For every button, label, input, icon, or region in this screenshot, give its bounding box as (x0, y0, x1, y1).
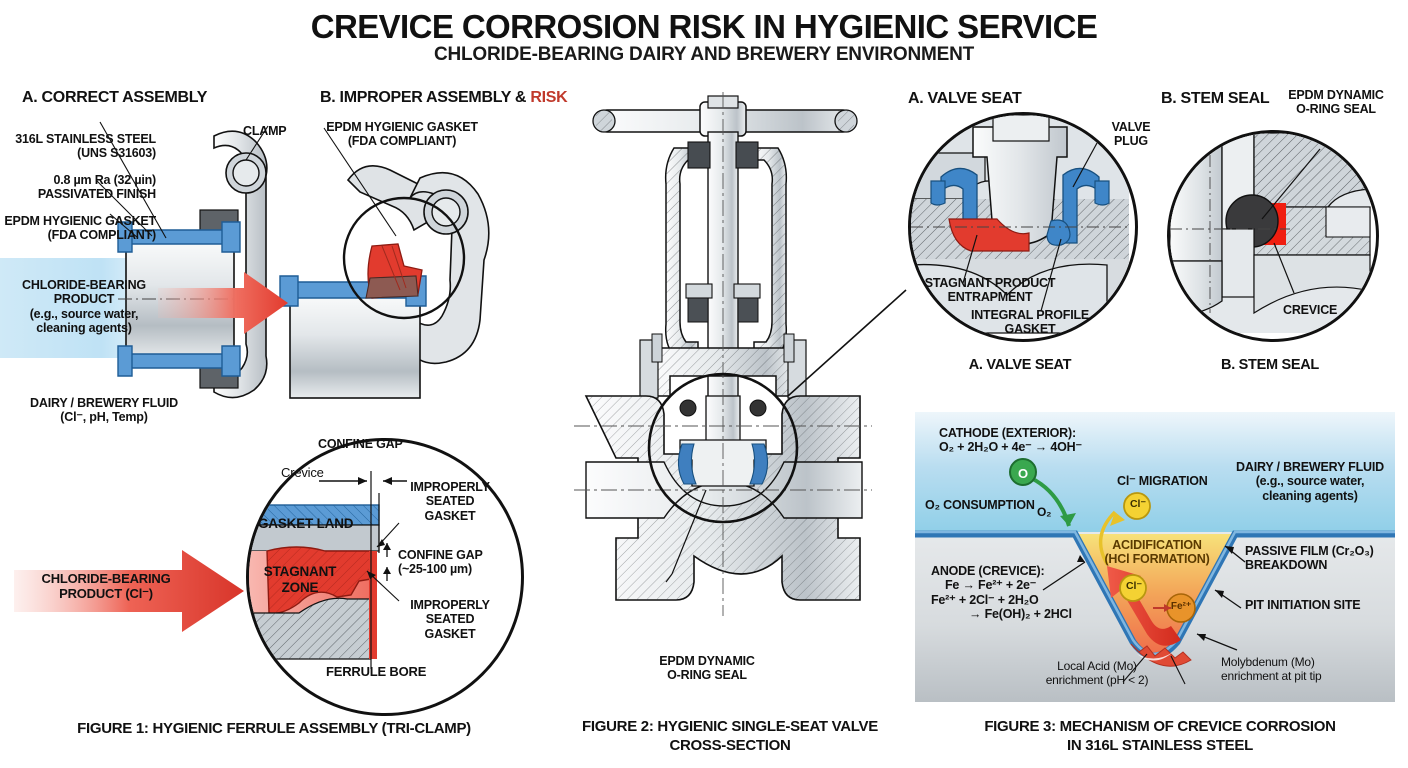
chloride-product-arrow (14, 550, 244, 632)
panel-b-heading: B. IMPROPER ASSEMBLY & RISK (320, 89, 568, 106)
label-passive-film-breakdown: PASSIVE FILM (Cr₂O₃)BREAKDOWN (1245, 544, 1374, 573)
page-subtitle: CHLORIDE-BEARING DAIRY AND BREWERY ENVIR… (433, 44, 975, 65)
panel-a-heading: A. CORRECT ASSEMBLY (22, 89, 208, 106)
label-cathode-reaction: CATHODE (EXTERIOR):O₂ + 2H₂O + 4e⁻ → 4OH… (939, 426, 1082, 455)
chloride-inflow-arrow-b (158, 272, 288, 334)
label-pit-initiation-site: PIT INITIATION SITE (1245, 598, 1361, 612)
fe-ion-bubble: Fe²⁺ (1170, 601, 1192, 612)
valve-seat-detail-circle (908, 112, 1138, 342)
risk-word: RISK (530, 89, 568, 106)
label-ferrule-bore: FERRULE BORE (326, 664, 427, 679)
label-epdm-hygienic-gasket-a: EPDM HYGIENIC GASKET(FDA COMPLIANT) (4, 214, 156, 243)
label-o2-arrow: O₂ (1037, 505, 1052, 519)
ferrule-crevice-detail-circle (246, 438, 524, 716)
cl-ion-bubble-crevice: Cl⁻ (1125, 580, 1143, 592)
label-crevice: Crevice (281, 465, 324, 480)
label-acidification: ACIDIFICATION(HCl FORMATION) (1104, 538, 1210, 567)
cl-ion-bubble-top: Cl⁻ (1129, 498, 1147, 510)
label-epdm-hygienic-gasket-b: EPDM HYGIENIC GASKET (FDA COMPLIANT) (326, 120, 478, 149)
label-dairy-brewery-fluid-a: DAIRY / BREWERY FLUID (Cl⁻, pH, Temp) (30, 396, 178, 425)
label-crevice-stem-seal: CREVICE (1283, 303, 1338, 317)
label-improperly-seated-gasket-bottom: IMPROPERLY SEATED GASKET (410, 598, 490, 641)
figure1-caption: FIGURE 1: HYGIENIC FERRULE ASSEMBLY (TRI… (77, 720, 471, 737)
detail-a-heading: A. VALVE SEAT (908, 90, 1022, 107)
label-improperly-seated-gasket-top: IMPROPERLY SEATED GASKET (410, 480, 490, 523)
page-title: CREVICE CORROSION RISK IN HYGIENIC SERVI… (310, 8, 1098, 45)
label-confine-gap-top: CONFINE GAP (318, 437, 403, 451)
label-molybdenum-enrichment: Molybdenum (Mo)enrichment at pit tip (1221, 655, 1322, 683)
label-dairy-brewery-fluid-fig3: DAIRY / BREWERY FLUID (e.g., source wate… (1236, 460, 1384, 503)
detail-a-subcaption: A. VALVE SEAT (968, 357, 1072, 373)
label-confine-gap-value: CONFINE GAP (~25-100 µm) (398, 548, 483, 577)
detail-b-subcaption: B. STEM SEAL (1221, 357, 1319, 373)
svg-text:O: O (1018, 466, 1028, 481)
label-o2-consumption: O₂ CONSUMPTION (925, 498, 1035, 512)
label-anode-reaction: ANODE (CREVICE): Fe → Fe²⁺ + 2e⁻ Fe²⁺ + … (931, 564, 1072, 622)
figure3-panel: O CATHODE (EXTERIOR):O₂ + 2H₂O (915, 412, 1395, 702)
valve-cross-section-drawing (574, 92, 907, 616)
ferrule-assembly-b-drawing (279, 127, 490, 399)
label-local-acid-enrichment: Local Acid (Mo)enrichment (pH < 2) (1045, 659, 1149, 687)
label-cl-migration: Cl⁻ MIGRATION (1117, 474, 1208, 488)
label-316l-stainless-steel: 316L STAINLESS STEEL(UNS S31603) (15, 132, 156, 161)
label-passivated-finish: 0.8 µm Ra (32 µin)PASSIVATED FINISH (37, 173, 156, 202)
label-clamp: CLAMP (243, 124, 287, 138)
label-gasket-land: GASKET LAND (258, 516, 354, 531)
stem-seal-detail-circle (1167, 130, 1379, 342)
label-chloride-bearing-product: CHLORIDE-BEARING PRODUCT (e.g., source w… (22, 278, 146, 336)
detail-b-heading: B. STEM SEAL (1161, 90, 1270, 107)
figure3-caption: FIGURE 3: MECHANISM OF CREVICE CORROSION… (984, 718, 1336, 754)
